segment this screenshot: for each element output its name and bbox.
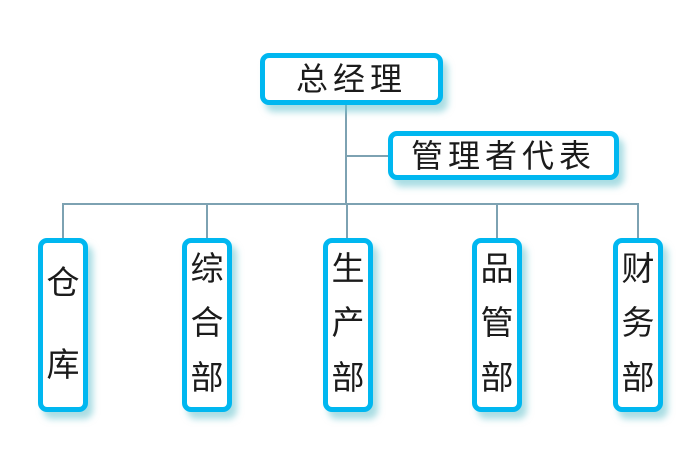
node-general-manager-label: 总经理 [295, 61, 407, 97]
node-general-dept-label: 综合部 [190, 251, 224, 398]
node-quality-dept-label: 品管部 [480, 251, 514, 398]
connector-stub-general-dept [206, 204, 208, 240]
connector-assistant-branch [346, 155, 388, 157]
node-management-representative: 管理者代表 [388, 131, 619, 180]
connector-horizontal-bar [62, 203, 639, 205]
node-finance-dept-label: 财务部 [621, 251, 655, 398]
connector-stub-warehouse [62, 204, 64, 240]
connector-root-vertical [345, 104, 347, 205]
node-quality-dept: 品管部 [472, 238, 522, 412]
node-warehouse: 仓库 [38, 238, 88, 412]
connector-stub-production-dept [346, 204, 348, 240]
connector-stub-quality-dept [496, 204, 498, 240]
node-warehouse-label: 仓库 [46, 265, 80, 384]
node-general-dept: 综合部 [182, 238, 232, 412]
node-finance-dept: 财务部 [613, 238, 663, 412]
node-production-dept-label: 生产部 [331, 251, 365, 398]
node-management-representative-label: 管理者代表 [410, 137, 596, 174]
node-general-manager: 总经理 [260, 53, 443, 105]
connector-stub-finance-dept [637, 204, 639, 240]
node-production-dept: 生产部 [323, 238, 373, 412]
